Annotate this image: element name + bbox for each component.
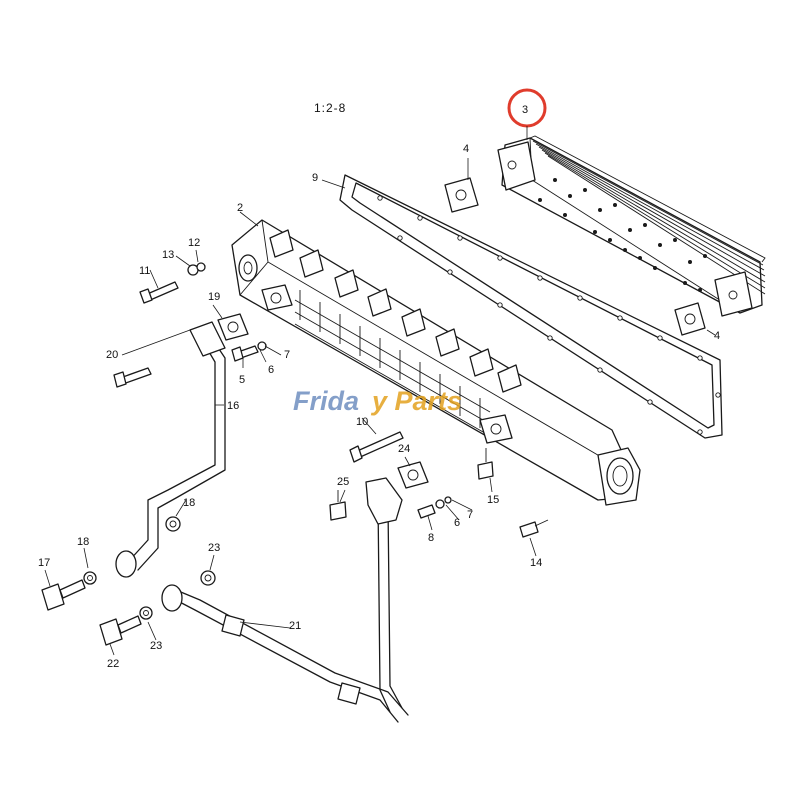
cover-bosses [269,229,522,393]
oil-pipe-21 [161,477,409,723]
callout-23-lower: 23 [150,640,162,652]
callout-11: 11 [139,265,150,277]
callout-17: 17 [38,557,50,569]
cover-ribs [294,290,491,437]
callout-18-upper: 18 [183,497,195,509]
callout-3: 3 [522,104,528,116]
bolt-5 [231,341,267,362]
watermark-text-a: Frida [293,386,359,416]
callout-14: 14 [530,557,542,569]
leader-lines [44,126,716,656]
callout-4-upper: 4 [463,143,469,155]
callout-22: 22 [107,658,119,670]
callout-25: 25 [337,476,349,488]
callout-7-upper: 7 [284,349,290,361]
callout-20: 20 [106,349,118,361]
oil-pipe-16 [115,321,226,578]
callout-9: 9 [312,172,318,184]
bolt-17 [41,571,97,611]
bolt-10 [349,431,404,463]
callout-24: 24 [398,443,410,455]
callout-18-lower: 18 [77,536,89,548]
oil-cooler-element [497,135,766,317]
watermark: Frida y Parts [293,386,462,416]
washer-12-13 [187,262,206,276]
callout-19: 19 [208,291,220,303]
cover-gasket [339,174,723,439]
cooler-holes [538,178,707,292]
gasket-upper [444,177,479,213]
callout-labels: 3 4 4 9 2 13 12 11 19 20 5 6 7 16 10 24 … [38,104,720,670]
bolt-22 [99,606,153,646]
bolt-25 [329,490,347,521]
callout-13: 13 [162,249,174,261]
bolt-15 [477,448,494,480]
callout-15: 15 [487,494,499,506]
callout-4-lower: 4 [714,330,720,342]
bolt-11 [139,281,179,304]
washer-23 [200,570,216,586]
callout-8: 8 [428,532,434,544]
callout-16: 16 [227,400,239,412]
callout-6-lower: 6 [454,517,460,529]
callout-2: 2 [237,202,243,214]
bolt-8 [417,496,452,519]
bolt-20 [113,367,152,388]
callout-5: 5 [239,374,245,386]
callout-7-lower: 7 [467,509,473,521]
callout-21: 21 [289,620,301,632]
gasket-24 [397,461,429,489]
callout-23-upper: 23 [208,542,220,554]
callout-12: 12 [188,237,200,249]
bolt-14 [519,519,549,538]
watermark-text-b: y Parts [370,386,462,416]
scale-label: 1:2-8 [314,101,346,115]
gasket-19 [217,313,249,341]
callout-10: 10 [356,416,368,428]
cooler-cover [231,219,641,506]
callout-6-upper: 6 [268,364,274,376]
washer-18 [165,516,181,532]
gasket-lower [674,302,706,336]
